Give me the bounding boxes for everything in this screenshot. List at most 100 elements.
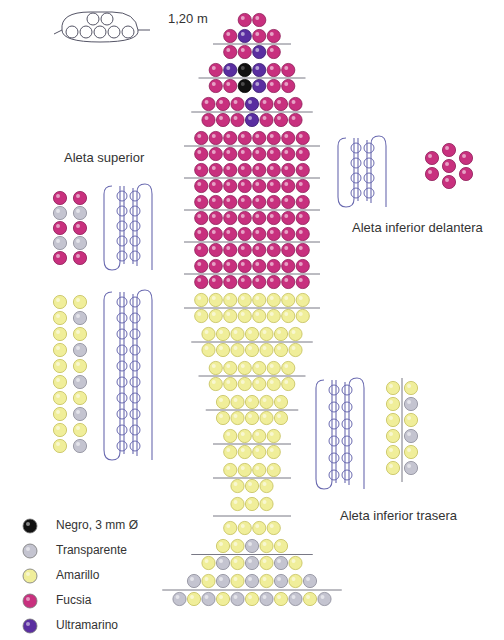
bead-highlight [212, 198, 216, 202]
bead [224, 79, 237, 92]
bead [209, 309, 222, 322]
bead [296, 309, 309, 322]
bead-highlight [219, 116, 223, 120]
bead-highlight [248, 100, 252, 104]
bead [253, 361, 266, 374]
bead-highlight [56, 194, 60, 198]
bead-highlight [270, 524, 274, 528]
bead [195, 227, 208, 240]
bead-highlight [234, 482, 238, 486]
bead [238, 63, 251, 76]
bead [209, 195, 222, 208]
bead-highlight [299, 262, 303, 266]
bead [274, 395, 287, 408]
bead-highlight [299, 296, 303, 300]
bead-highlight [445, 146, 449, 150]
bead-highlight [428, 154, 432, 158]
bead-highlight [270, 134, 274, 138]
bead-highlight [241, 380, 245, 384]
bead [195, 275, 208, 288]
bead-highlight [197, 262, 201, 266]
bead-highlight [76, 394, 80, 398]
thread-bead [329, 419, 339, 429]
bead-highlight [263, 595, 267, 599]
bead-highlight [263, 398, 267, 402]
bead-highlight [56, 314, 60, 318]
bead [224, 309, 237, 322]
bead [267, 463, 280, 476]
bead-highlight [248, 414, 252, 418]
row-line [213, 444, 291, 445]
bead [245, 539, 258, 552]
bead [253, 147, 266, 160]
bead-highlight [270, 198, 274, 202]
bead [267, 63, 280, 76]
bead-highlight [226, 262, 230, 266]
bead-highlight [197, 198, 201, 202]
bead-highlight [407, 448, 411, 452]
bead [224, 275, 237, 288]
bead-highlight [241, 432, 245, 436]
bead-highlight [197, 166, 201, 170]
bead [238, 211, 251, 224]
bead-highlight [197, 296, 201, 300]
bead [195, 259, 208, 272]
bead [53, 295, 66, 308]
bead [238, 179, 251, 192]
bead [224, 361, 237, 374]
thread-line [358, 138, 367, 201]
bead [53, 236, 66, 249]
bead [209, 275, 222, 288]
bead [73, 236, 86, 249]
bead [216, 97, 229, 110]
bead [289, 574, 302, 587]
thread-bead [117, 297, 127, 307]
bead-highlight [270, 166, 274, 170]
bead-highlight [212, 246, 216, 250]
bead-highlight [292, 116, 296, 120]
bead [296, 163, 309, 176]
bead-highlight [270, 432, 274, 436]
bead-highlight [284, 380, 288, 384]
bead-highlight [248, 330, 252, 334]
bead [224, 163, 237, 176]
bead [282, 259, 295, 272]
bead-highlight [226, 214, 230, 218]
bead-highlight [299, 230, 303, 234]
bead-highlight [255, 278, 259, 282]
bead-highlight [241, 262, 245, 266]
bead [253, 179, 266, 192]
bead [289, 343, 302, 356]
row-line [213, 478, 291, 479]
bead-highlight [248, 542, 252, 546]
bead-highlight [205, 100, 209, 104]
bead-highlight [226, 524, 230, 528]
bead-highlight [255, 524, 259, 528]
bead [282, 309, 295, 322]
bead-highlight [212, 166, 216, 170]
bead-highlight [428, 170, 432, 174]
bead-highlight [270, 230, 274, 234]
bead [238, 147, 251, 160]
bead [282, 179, 295, 192]
bead [231, 327, 244, 340]
bead [386, 381, 399, 394]
bead-highlight [284, 312, 288, 316]
bead-highlight [226, 278, 230, 282]
bead [216, 411, 229, 424]
bead [282, 131, 295, 144]
bead-highlight [255, 32, 259, 36]
bead-highlight [212, 364, 216, 368]
bead-highlight [407, 400, 411, 404]
bead [267, 45, 280, 58]
bead-highlight [389, 448, 393, 452]
bead-highlight [270, 448, 274, 452]
bead [267, 445, 280, 458]
bead-highlight [255, 182, 259, 186]
bead [267, 227, 280, 240]
bead-highlight [321, 595, 325, 599]
bead [318, 592, 331, 605]
thread-bead [130, 191, 140, 201]
bead-highlight [241, 312, 245, 316]
bead-highlight [299, 150, 303, 154]
